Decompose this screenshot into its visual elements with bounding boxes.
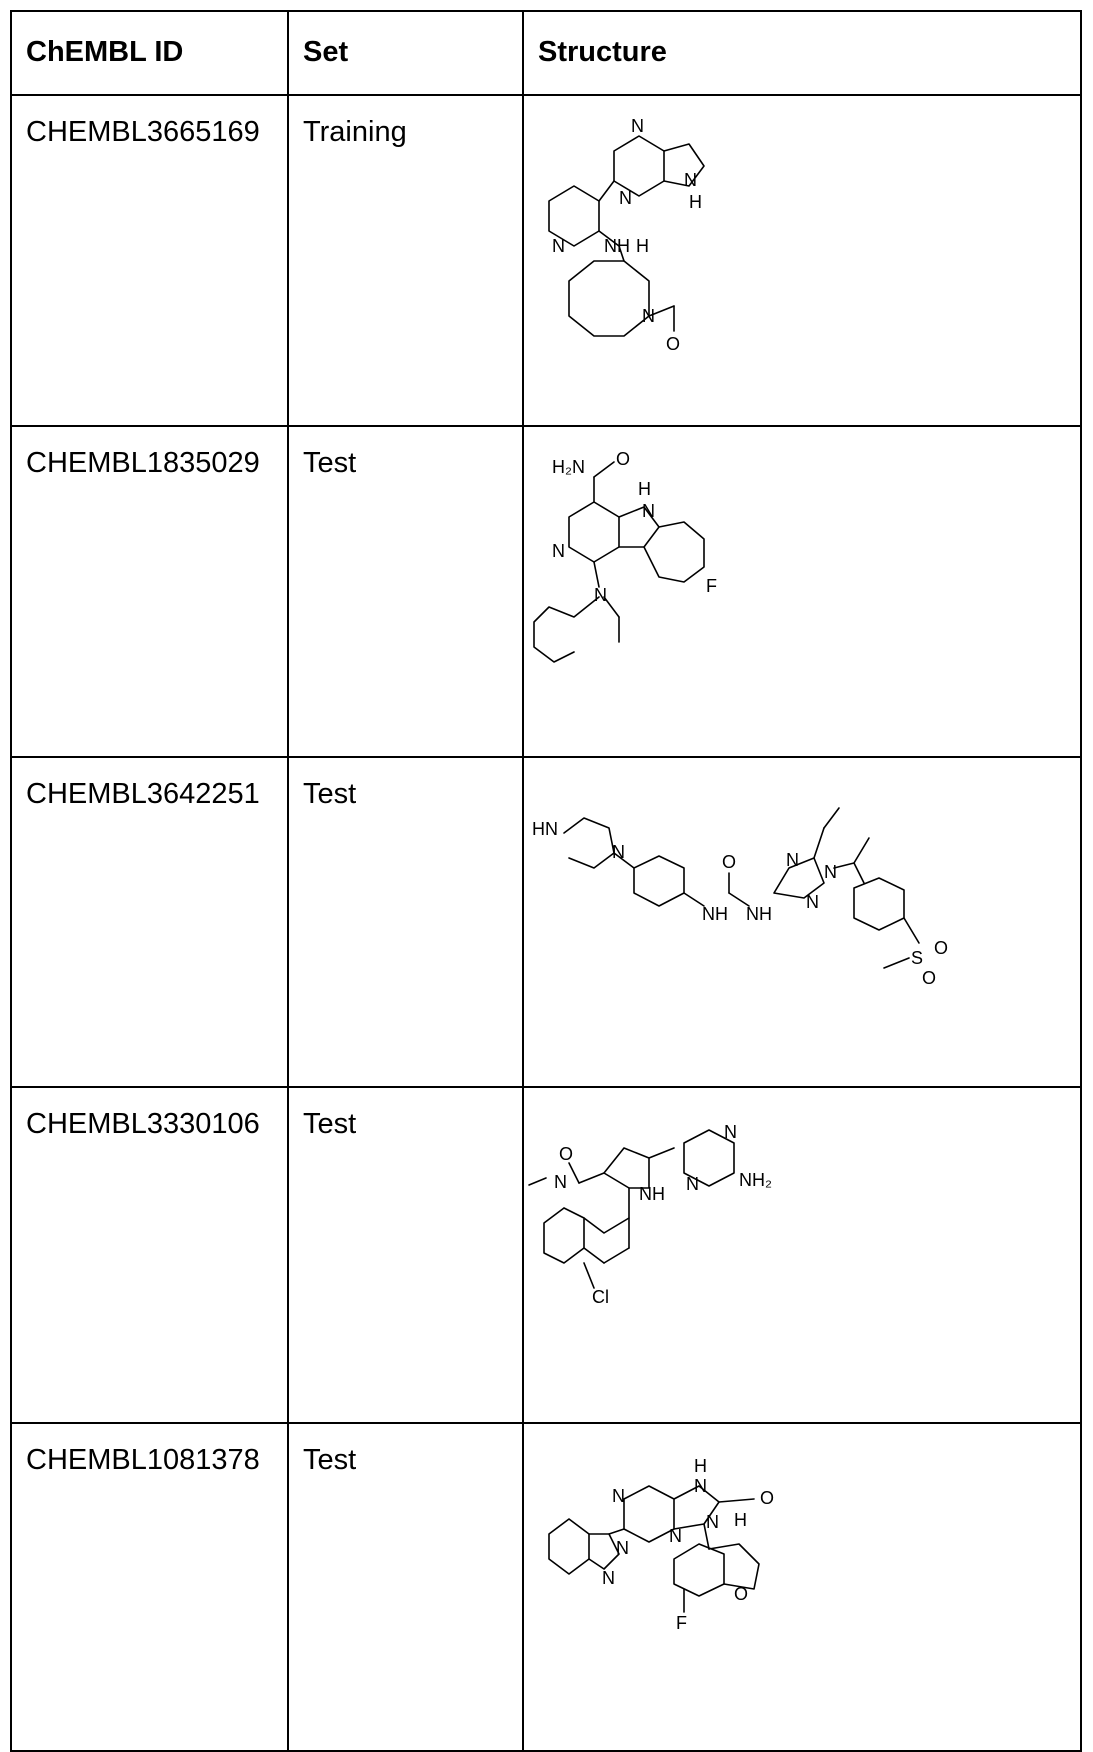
atom-label: NH (702, 904, 728, 924)
atom-label: N (642, 501, 655, 521)
table-row: CHEMBL1081378 Test H N O N N N H (10, 1422, 1082, 1752)
structure-image: H N O N N N H N N O F (548, 1456, 774, 1633)
atom-label: O (734, 1584, 748, 1604)
atom-label: N (824, 862, 837, 882)
structure-image: O N NH N N NH₂ Cl (528, 1122, 772, 1307)
chembl-id-cell: CHEMBL1835029 (10, 425, 289, 758)
table-row: CHEMBL3665169 Training N N N H N (10, 94, 1082, 427)
atom-label: N (724, 1122, 737, 1142)
atom-label: O (559, 1144, 573, 1164)
header-set: Set (287, 10, 524, 96)
atom-label: H (638, 479, 651, 499)
table-row: CHEMBL3642251 Test HN N O (10, 756, 1082, 1088)
atom-label: NH₂ (739, 1170, 772, 1190)
atom-label: N (684, 170, 697, 190)
structure-cell: N N N H N NH H N O (522, 94, 1082, 427)
chembl-id-cell: CHEMBL3642251 (10, 756, 289, 1088)
structure-cell: H N O N N N H N N O F (522, 1422, 1082, 1752)
atom-label: N (552, 541, 565, 561)
atom-label: N (616, 1538, 629, 1558)
atom-label: Cl (592, 1287, 609, 1307)
structure-image: HN N O NH NH N N N S O O (532, 807, 948, 988)
set-cell: Training (287, 94, 524, 427)
atom-label: O (722, 852, 736, 872)
table-row: CHEMBL1835029 Test H₂N O H N N N F (10, 425, 1082, 758)
chembl-id-cell: CHEMBL3330106 (10, 1086, 289, 1424)
atom-label: HN (532, 819, 558, 839)
atom-label: N (602, 1568, 615, 1588)
atom-label: N (594, 585, 607, 605)
atom-label: O (934, 938, 948, 958)
chembl-id-cell: CHEMBL1081378 (10, 1422, 289, 1752)
atom-label: S (911, 948, 923, 968)
atom-label: H (734, 1510, 747, 1530)
atom-label: N (642, 306, 655, 326)
atom-label: N (806, 892, 819, 912)
structure-image: N N N H N NH H N O (548, 116, 705, 354)
atom-label: F (676, 1613, 687, 1633)
set-cell: Test (287, 1422, 524, 1752)
atom-label: N (786, 850, 799, 870)
header-structure: Structure (522, 10, 1082, 96)
atom-label: N (706, 1512, 719, 1532)
atom-label: O (760, 1488, 774, 1508)
structure-cell: HN N O NH NH N N N S O O (522, 756, 1082, 1088)
set-cell: Test (287, 425, 524, 758)
structure-cell: H₂N O H N N N F (522, 425, 1082, 758)
atom-label: N (612, 1486, 625, 1506)
atom-label: NH (604, 236, 630, 256)
atom-label: N (554, 1172, 567, 1192)
structure-cell: O N NH N N NH₂ Cl (522, 1086, 1082, 1424)
atom-label: N (552, 236, 565, 256)
atom-label: N (686, 1174, 699, 1194)
atom-label: NH (639, 1184, 665, 1204)
set-cell: Test (287, 1086, 524, 1424)
set-cell: Test (287, 756, 524, 1088)
atom-label: H (694, 1456, 707, 1476)
atom-label: O (616, 449, 630, 469)
atom-label: O (666, 334, 680, 354)
atom-label: H (636, 236, 649, 256)
atom-label: F (706, 576, 717, 596)
header-chembl-id: ChEMBL ID (10, 10, 289, 96)
atom-label: N (694, 1476, 707, 1496)
atom-label: N (631, 116, 644, 136)
table-row: CHEMBL3330106 Test O N NH N N NH₂ (10, 1086, 1082, 1424)
table-header-row: ChEMBL ID Set Structure (10, 10, 1082, 96)
atom-label: N (619, 188, 632, 208)
structure-image: H₂N O H N N N F (533, 449, 717, 663)
compound-table: ChEMBL ID Set Structure CHEMBL3665169 Tr… (10, 10, 1082, 1752)
atom-label: N (669, 1526, 682, 1546)
atom-label: NH (746, 904, 772, 924)
atom-label: N (612, 842, 625, 862)
atom-label: H (689, 192, 702, 212)
atom-label: H₂N (552, 457, 585, 477)
atom-label: O (922, 968, 936, 988)
chembl-id-cell: CHEMBL3665169 (10, 94, 289, 427)
